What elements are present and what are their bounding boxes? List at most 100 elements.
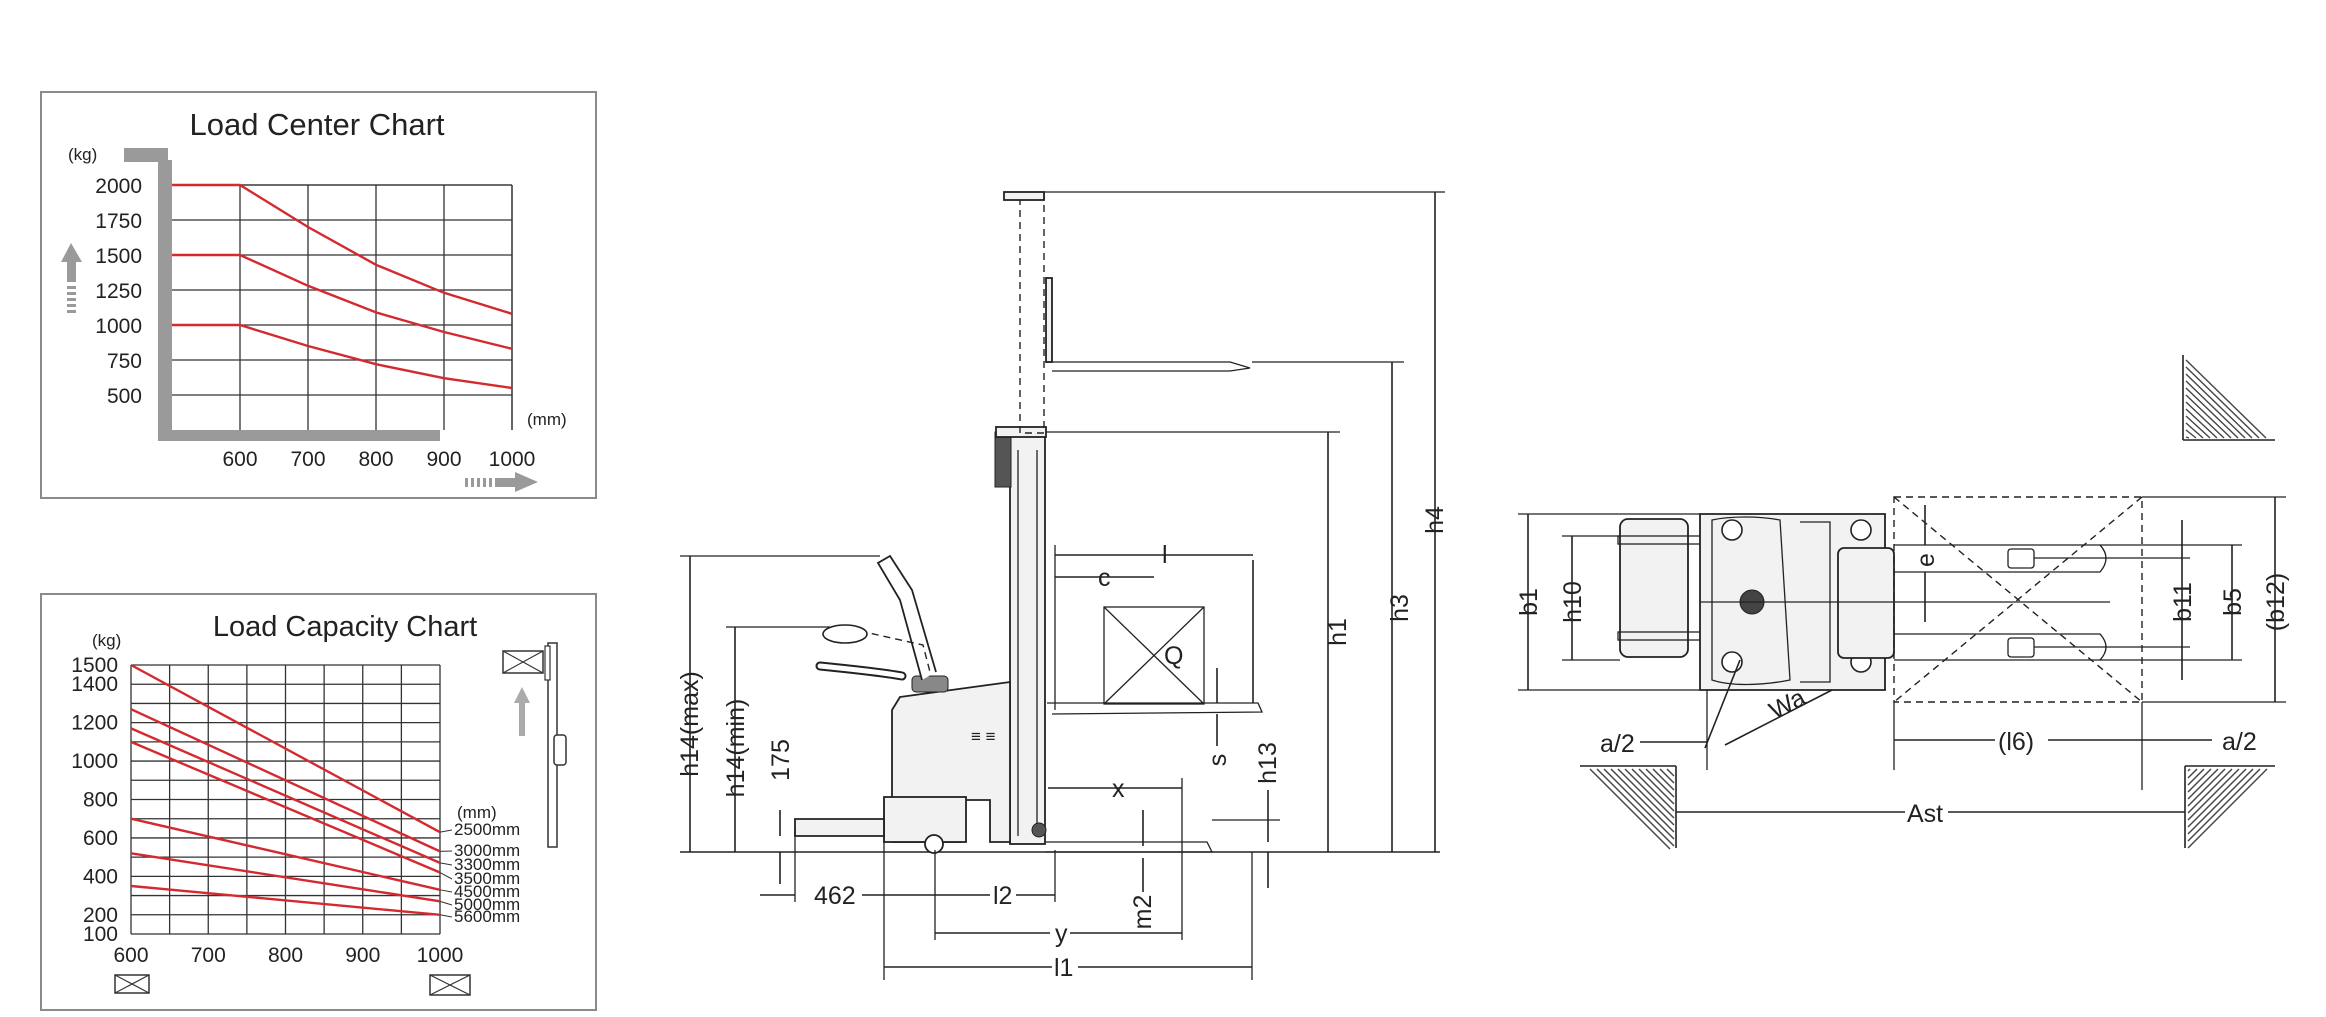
fork-carriage-top	[1837, 547, 1895, 659]
control-head	[911, 675, 949, 693]
pallet-icon-left	[114, 974, 150, 994]
series-label: 5000mm	[454, 895, 520, 914]
c-label: c	[1098, 564, 1111, 592]
load-capacity-curve	[130, 817, 441, 891]
wall-hatch-bottom-right	[2184, 765, 2275, 849]
series-label-leader	[439, 914, 453, 918]
y-tick-label: 1200	[71, 712, 118, 735]
y-tick-label: 1500	[95, 245, 142, 268]
truck-logo: ≡ ≡	[971, 727, 996, 746]
hatch-line	[2185, 415, 2211, 439]
hatch-line	[2187, 768, 2205, 786]
raised-mast-outline	[1019, 192, 1045, 434]
hatch-line	[1631, 768, 1675, 812]
load-capacity-curve	[130, 663, 441, 834]
hatch-line	[2185, 359, 2267, 439]
hatch-line	[2185, 373, 2253, 439]
hatch-line	[2187, 768, 2233, 814]
l6-label: (l6)	[1998, 728, 2034, 756]
hatch-line	[1617, 768, 1675, 826]
load-capacity-curve	[130, 852, 441, 903]
hatch-line	[1652, 768, 1675, 791]
hatch-line	[2185, 429, 2197, 439]
hatch-line	[1610, 768, 1675, 833]
e-label: e	[1912, 553, 1940, 567]
hatch-line	[2187, 768, 2268, 849]
series-label-leader	[439, 872, 453, 880]
hatch-line	[2187, 768, 2247, 828]
hatch-line	[1603, 768, 1675, 840]
platform	[794, 818, 885, 837]
fork	[1047, 702, 1263, 715]
load-capacity-curve	[130, 727, 441, 865]
s-label: s	[1204, 754, 1232, 767]
b12-label: (b12)	[2262, 573, 2290, 631]
load-center-chart: Load Center Chart (kg) (mm) 200017501500…	[40, 91, 597, 499]
y-tick-label: 1000	[95, 315, 142, 338]
load-capacity-curve	[130, 884, 441, 916]
m2-label: m2	[1129, 895, 1157, 930]
ast-label: Ast	[1907, 800, 1943, 828]
load-capacity-xlabel: (mm)	[457, 803, 497, 822]
hatch-line	[2187, 768, 2261, 842]
b11-label: b11	[2169, 582, 2197, 622]
mast	[1009, 431, 1046, 845]
hatch-line	[2187, 768, 2240, 821]
battery-box	[883, 796, 967, 843]
y-tick-label: 2000	[95, 175, 142, 198]
hatch-line	[2185, 408, 2218, 439]
a-half-right-label: a/2	[2222, 728, 2257, 756]
top-view-drawing: b1 h10 e b11 b5 (b12) Wa a/2 (l6)	[1515, 355, 2290, 850]
y-tick-label: 100	[83, 923, 118, 946]
hatch-line	[2187, 768, 2254, 835]
series-label-leader	[439, 900, 453, 906]
series-label-leader	[439, 889, 453, 893]
h14-max-label: h14(max)	[676, 671, 704, 777]
load-capacity-grid	[130, 664, 441, 935]
x-tick-label: 600	[113, 944, 148, 967]
dim-175-label: 175	[767, 739, 795, 781]
load-center-frame-top	[124, 148, 168, 162]
raised-mast-head	[1003, 191, 1045, 201]
side-view-drawing: Q ≡ ≡ h1 h3 h4 l c	[676, 191, 1449, 982]
load-capacity-curve	[130, 708, 441, 853]
mast-cylinder	[994, 431, 1012, 488]
wall-hatch-bottom-left	[1580, 765, 1677, 850]
x-tick-label: 900	[345, 944, 380, 967]
y-tick-label: 750	[107, 350, 142, 373]
hatch-line	[2185, 387, 2239, 439]
dim-462-label: 462	[814, 882, 856, 910]
h3-label: h3	[1386, 594, 1414, 622]
hatch-line	[1624, 768, 1675, 819]
series-label: 3300mm	[454, 855, 520, 874]
series-label: 3000mm	[454, 841, 520, 860]
hatch-line	[1659, 768, 1675, 784]
l2-label: l2	[993, 882, 1012, 910]
load-center-curves	[172, 183, 513, 390]
operator-platform	[1619, 518, 1689, 658]
raised-carriage	[1045, 277, 1053, 363]
raised-fork	[1047, 361, 1251, 372]
load-center-curve	[172, 323, 513, 390]
series-label-leader	[439, 829, 453, 833]
hatch-line	[2185, 380, 2246, 439]
h10-label: h10	[1559, 581, 1587, 623]
tiller-lowered-outline	[859, 630, 931, 673]
y-tick-label: 1000	[71, 750, 118, 773]
x-tick-label: 800	[358, 448, 393, 471]
series-label: 4500mm	[454, 882, 520, 901]
drive-wheel	[924, 834, 944, 854]
hatch-line	[2187, 768, 2212, 793]
h13-label: h13	[1254, 742, 1282, 784]
x-label: x	[1112, 775, 1125, 803]
h1-label: h1	[1324, 618, 1352, 646]
load-capacity-curves	[130, 663, 441, 916]
x-tick-label: 900	[426, 448, 461, 471]
load-box	[1103, 606, 1205, 705]
hatch-line	[2185, 366, 2260, 439]
series-label-leader	[439, 862, 453, 866]
pallet-outline	[1893, 496, 2143, 703]
load-center-curve	[172, 183, 513, 315]
